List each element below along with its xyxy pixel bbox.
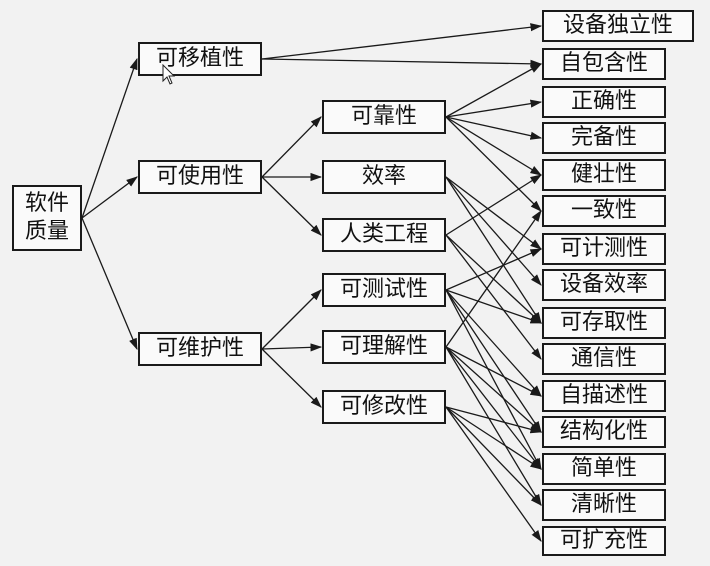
node-modifiability: 可修改性 bbox=[322, 390, 446, 424]
node-self-descriptiveness: 自描述性 bbox=[542, 380, 666, 412]
arrow-software-quality-to-maintainability bbox=[81, 217, 138, 351]
arrow-reliability-to-completeness bbox=[445, 116, 543, 140]
arrow-testability-to-structuredness bbox=[445, 289, 542, 433]
node-measurability: 可计测性 bbox=[542, 233, 666, 265]
arrow-portability-to-device-independence bbox=[261, 23, 543, 60]
arrow-human-engineering-to-robustness bbox=[445, 174, 542, 236]
node-usability: 可使用性 bbox=[138, 160, 262, 194]
arrow-maintainability-to-modifiability bbox=[261, 348, 322, 408]
arrow-understandability-to-consistency bbox=[445, 210, 542, 348]
arrow-understandability-to-self-descriptiveness bbox=[445, 346, 543, 397]
arrow-testability-to-accessibility bbox=[445, 289, 543, 324]
arrow-maintainability-to-understandability bbox=[261, 343, 323, 352]
node-software-quality: 软件质量 bbox=[12, 185, 82, 251]
node-efficiency: 效率 bbox=[322, 160, 446, 194]
node-expandability: 可扩充性 bbox=[542, 526, 666, 556]
arrow-testability-to-measurability bbox=[445, 248, 543, 291]
node-understandability: 可理解性 bbox=[322, 330, 446, 364]
node-testability: 可测试性 bbox=[322, 273, 446, 307]
arrow-efficiency-to-accessibility bbox=[445, 176, 542, 324]
node-robustness: 健壮性 bbox=[542, 159, 666, 191]
arrow-testability-to-self-descriptiveness bbox=[445, 289, 542, 397]
arrow-modifiability-to-simplicity bbox=[445, 406, 542, 470]
node-completeness: 完备性 bbox=[542, 122, 666, 154]
node-accessibility: 可存取性 bbox=[542, 307, 666, 339]
node-communicativeness: 通信性 bbox=[542, 343, 666, 375]
arrow-software-quality-to-usability bbox=[81, 176, 138, 219]
arrow-understandability-to-structuredness bbox=[445, 346, 542, 433]
arrow-usability-to-human-engineering bbox=[261, 176, 322, 236]
node-self-containedness: 自包含性 bbox=[542, 48, 666, 80]
arrow-portability-to-self-containedness bbox=[261, 58, 543, 68]
node-device-independence: 设备独立性 bbox=[542, 10, 694, 42]
arrow-modifiability-to-clarity bbox=[445, 406, 542, 506]
node-simplicity: 简单性 bbox=[542, 453, 666, 485]
arrow-modifiability-to-structuredness bbox=[445, 406, 543, 434]
arrow-usability-to-reliability bbox=[261, 116, 322, 178]
arrow-reliability-to-self-containedness bbox=[445, 63, 543, 118]
arrow-reliability-to-robustness bbox=[445, 116, 542, 176]
node-clarity: 清晰性 bbox=[542, 489, 666, 521]
mouse-pointer-icon bbox=[162, 64, 176, 85]
node-correctness: 正确性 bbox=[542, 86, 666, 118]
arrow-understandability-to-clarity bbox=[445, 346, 542, 507]
arrow-efficiency-to-measurability bbox=[445, 176, 542, 250]
node-structuredness: 结构化性 bbox=[542, 416, 666, 448]
node-device-efficiency: 设备效率 bbox=[542, 269, 666, 301]
arrow-efficiency-to-device-efficiency bbox=[445, 176, 542, 286]
arrow-software-quality-to-portability bbox=[81, 57, 138, 219]
node-human-engineering: 人类工程 bbox=[322, 218, 446, 252]
node-reliability: 可靠性 bbox=[322, 100, 446, 134]
arrow-reliability-to-consistency bbox=[445, 116, 542, 212]
node-portability: 可移植性 bbox=[138, 42, 262, 76]
arrow-human-engineering-to-communicativeness bbox=[445, 234, 542, 360]
arrow-modifiability-to-expandability bbox=[445, 406, 542, 542]
node-consistency: 一致性 bbox=[542, 195, 666, 227]
node-maintainability: 可维护性 bbox=[138, 332, 262, 366]
arrow-testability-to-simplicity bbox=[445, 289, 542, 471]
arrow-maintainability-to-testability bbox=[261, 289, 322, 350]
arrow-understandability-to-simplicity bbox=[445, 346, 542, 470]
arrow-reliability-to-correctness bbox=[445, 99, 543, 118]
